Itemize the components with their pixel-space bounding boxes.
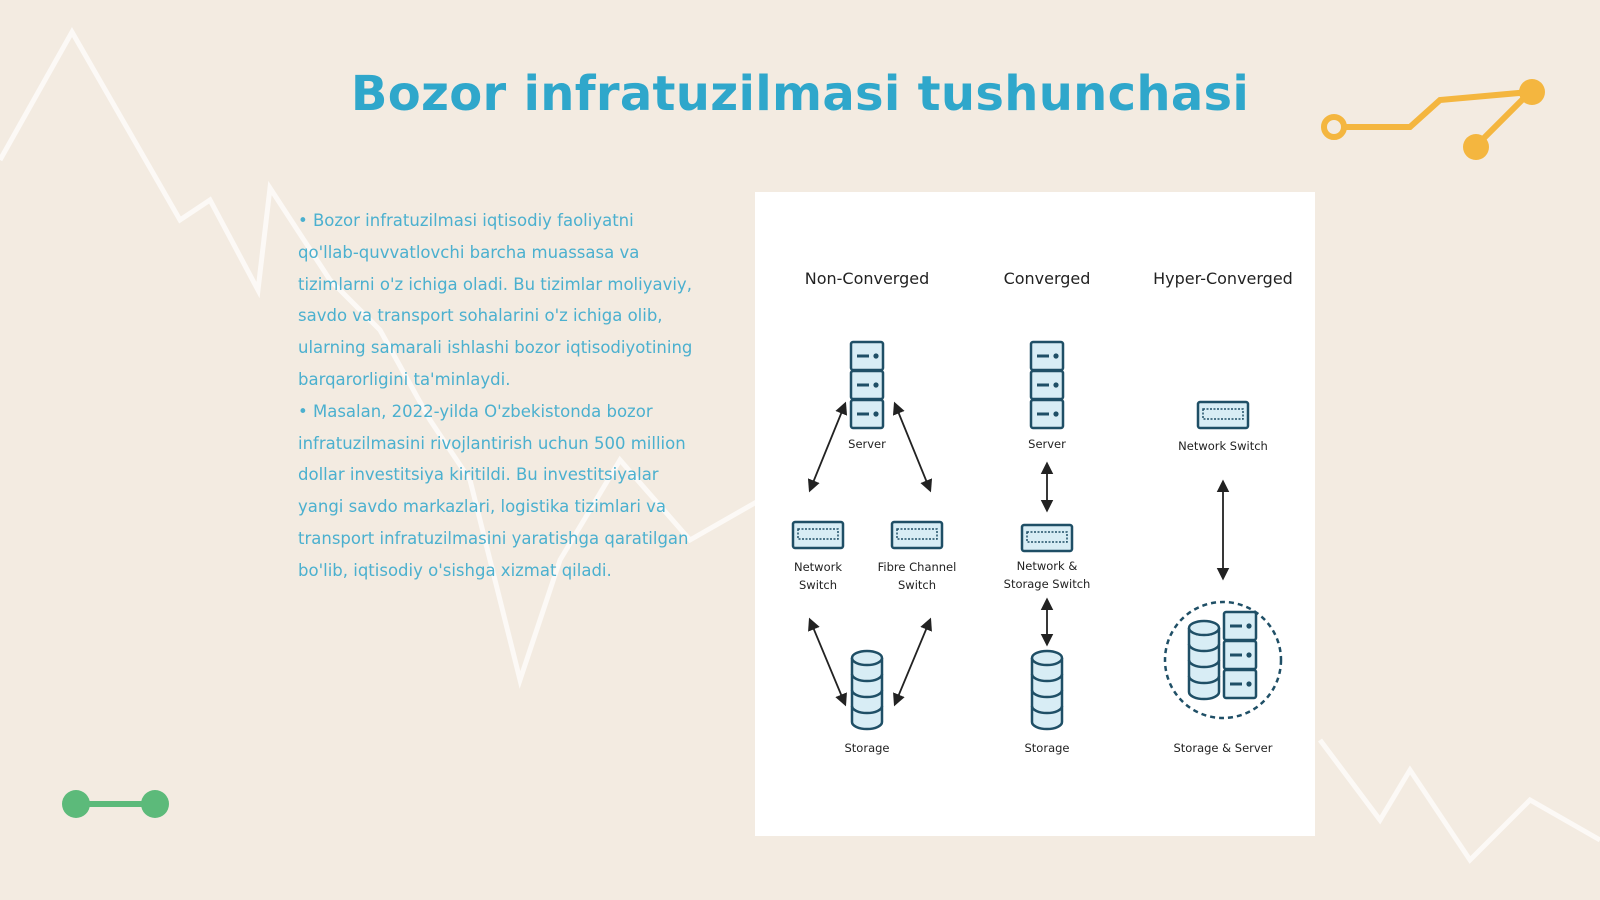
dumbbell-decoration-green <box>62 790 169 818</box>
bg-zigzag-line-left <box>0 26 762 689</box>
storage-server-label: Storage & Server <box>1174 741 1273 755</box>
fibre-switch-label-line2: Switch <box>898 578 936 592</box>
column-title-non-converged: Non-Converged <box>805 269 930 288</box>
storage-label: Storage <box>845 741 890 755</box>
switch-label-line1: Network & <box>1017 559 1078 573</box>
switch-label-line2: Storage Switch <box>1004 577 1091 591</box>
storage-icon <box>850 649 884 731</box>
server-icon <box>1222 610 1258 700</box>
server-icon <box>849 340 885 430</box>
storage-icon <box>1030 649 1064 731</box>
combined-node-outline <box>1163 600 1283 720</box>
server-label: Server <box>1028 437 1066 451</box>
storage-icon <box>1187 619 1221 701</box>
paragraph-2: • Masalan, 2022-yilda O'zbekistonda bozo… <box>298 401 689 580</box>
storage-label: Storage <box>1025 741 1070 755</box>
server-label: Server <box>848 437 886 451</box>
arrow-server-network-switch <box>807 401 848 493</box>
network-switch-icon <box>791 520 845 550</box>
fibre-channel-switch-icon <box>890 520 944 550</box>
network-switch-icon <box>1196 400 1250 430</box>
arrow-fibre-switch-storage <box>893 617 932 707</box>
fibre-switch-label-line1: Fibre Channel <box>878 560 957 574</box>
column-title-hyper-converged: Hyper-Converged <box>1153 269 1293 288</box>
circuit-decoration-orange <box>1321 79 1545 160</box>
slide-title: Bozor infratuzilmasi tushunchasi <box>350 66 1250 122</box>
server-icon <box>1029 340 1065 430</box>
body-text: • Bozor infratuzilmasi iqtisodiy faoliya… <box>298 205 698 587</box>
bg-zigzag-line-right <box>1318 738 1600 864</box>
infrastructure-diagram: Non-Converged Converged Hyper-Converged … <box>755 192 1315 836</box>
arrow-server-fibre-switch <box>892 401 933 493</box>
network-switch-label-line2: Switch <box>799 578 837 592</box>
column-title-converged: Converged <box>1004 269 1091 288</box>
paragraph-1: • Bozor infratuzilmasi iqtisodiy faoliya… <box>298 211 693 389</box>
network-switch-label-line1: Network <box>794 560 842 574</box>
network-switch-label: Network Switch <box>1178 439 1268 453</box>
network-storage-switch-icon <box>1020 523 1074 553</box>
diagram-svg: Non-Converged Converged Hyper-Converged … <box>791 269 1293 755</box>
arrow-network-switch-storage <box>808 617 847 707</box>
